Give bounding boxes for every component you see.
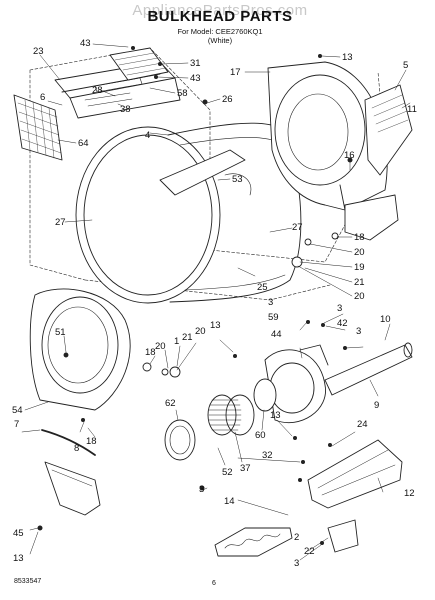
exhaust-duct-part: [324, 342, 413, 396]
roller-rod-part: [41, 429, 96, 456]
heater-element-part: [214, 527, 293, 557]
callout-21b: 21: [182, 332, 193, 343]
callout-11: 11: [407, 104, 417, 115]
callout-13a: 13: [342, 52, 353, 63]
page-title: BULKHEAD PARTS: [147, 8, 293, 25]
top-grille-part: [109, 47, 169, 81]
bracket-part: [327, 519, 359, 553]
callout-22: 22: [304, 546, 315, 557]
callout-5: 5: [403, 60, 408, 71]
callout-27b: 27: [292, 222, 303, 233]
model-line: For Model: CEE2760KQ1: [177, 27, 263, 36]
drum-part: [75, 122, 302, 304]
lint-duct-part: [44, 461, 101, 516]
callout-26: 26: [222, 94, 233, 105]
callout-13c: 13: [270, 410, 281, 421]
blower-gasket-part: [253, 378, 277, 412]
callout-3a: 3: [268, 297, 273, 308]
callout-20b: 20: [354, 291, 365, 302]
callout-23: 23: [33, 46, 44, 57]
callout-20c: 20: [155, 341, 166, 352]
watermark: AppliancePartsPros.com: [132, 2, 308, 19]
callout-24: 24: [357, 419, 368, 430]
callout-13d: 13: [13, 553, 24, 564]
callout-28: 28: [92, 85, 103, 96]
callout-20a: 20: [354, 247, 365, 258]
callout-3b: 3: [337, 303, 342, 314]
leader-lines: [21, 43, 411, 561]
blower-housing-part: [264, 344, 329, 424]
callout-18a: 18: [354, 232, 365, 243]
callout-3c: 3: [356, 326, 361, 337]
heater-housing-part: [344, 84, 413, 241]
callout-54: 54: [12, 405, 23, 416]
callout-10: 10: [380, 314, 391, 325]
blower-wheel-part: [207, 394, 255, 436]
callout-44: 44: [271, 329, 282, 340]
inlet-duct-part: [307, 439, 403, 509]
callout-4: 4: [145, 130, 150, 141]
page-number: 6: [212, 580, 216, 587]
callout-16: 16: [344, 150, 355, 161]
callout-37: 37: [240, 463, 251, 474]
callout-2: 2: [294, 532, 299, 543]
callout-51: 51: [55, 327, 66, 338]
rear-bulkhead-part: [267, 61, 388, 219]
callout-45: 45: [13, 528, 24, 539]
callout-64: 64: [78, 138, 89, 149]
front-bulkhead-part: [29, 288, 131, 411]
callout-14: 14: [224, 496, 235, 507]
callout-43a: 43: [80, 38, 91, 49]
callout-labels: 43 31 43 28 58 38 23 6 64 17 13 5 11 26 …: [12, 38, 417, 569]
callout-58: 58: [177, 88, 188, 99]
callout-27a: 27: [55, 217, 66, 228]
callout-6: 6: [40, 92, 45, 103]
callout-3d: 3: [199, 484, 204, 495]
callout-25: 25: [257, 282, 268, 293]
callout-32: 32: [262, 450, 273, 461]
callout-19: 19: [354, 262, 365, 273]
callout-43b: 43: [190, 73, 201, 84]
footer-part-code: 8533547: [14, 578, 42, 585]
callout-18b: 18: [145, 347, 156, 358]
callout-21a: 21: [354, 277, 365, 288]
callout-13b: 13: [210, 320, 221, 331]
callout-9: 9: [374, 400, 379, 411]
callout-18c: 18: [86, 436, 97, 447]
callout-60: 60: [255, 430, 266, 441]
callout-38: 38: [120, 104, 131, 115]
callout-62: 62: [165, 398, 176, 409]
callout-7: 7: [14, 419, 19, 430]
callout-53: 53: [232, 174, 243, 185]
callout-17: 17: [230, 67, 241, 78]
callout-20d: 20: [195, 326, 206, 337]
callout-1: 1: [174, 336, 179, 347]
callout-8: 8: [74, 443, 79, 454]
screw-parts: [37, 46, 353, 545]
callout-59: 59: [268, 312, 279, 323]
seal-ring-part: [164, 419, 196, 461]
callout-52: 52: [222, 467, 233, 478]
color-variant: (White): [207, 36, 233, 45]
callout-12: 12: [404, 488, 415, 499]
callout-3e: 3: [294, 558, 299, 569]
model-subtitle: For Model: CEE2760KQ1 (White): [130, 27, 310, 45]
callout-42: 42: [337, 318, 348, 329]
callout-31: 31: [190, 58, 201, 69]
lint-screen-part: [13, 94, 63, 161]
